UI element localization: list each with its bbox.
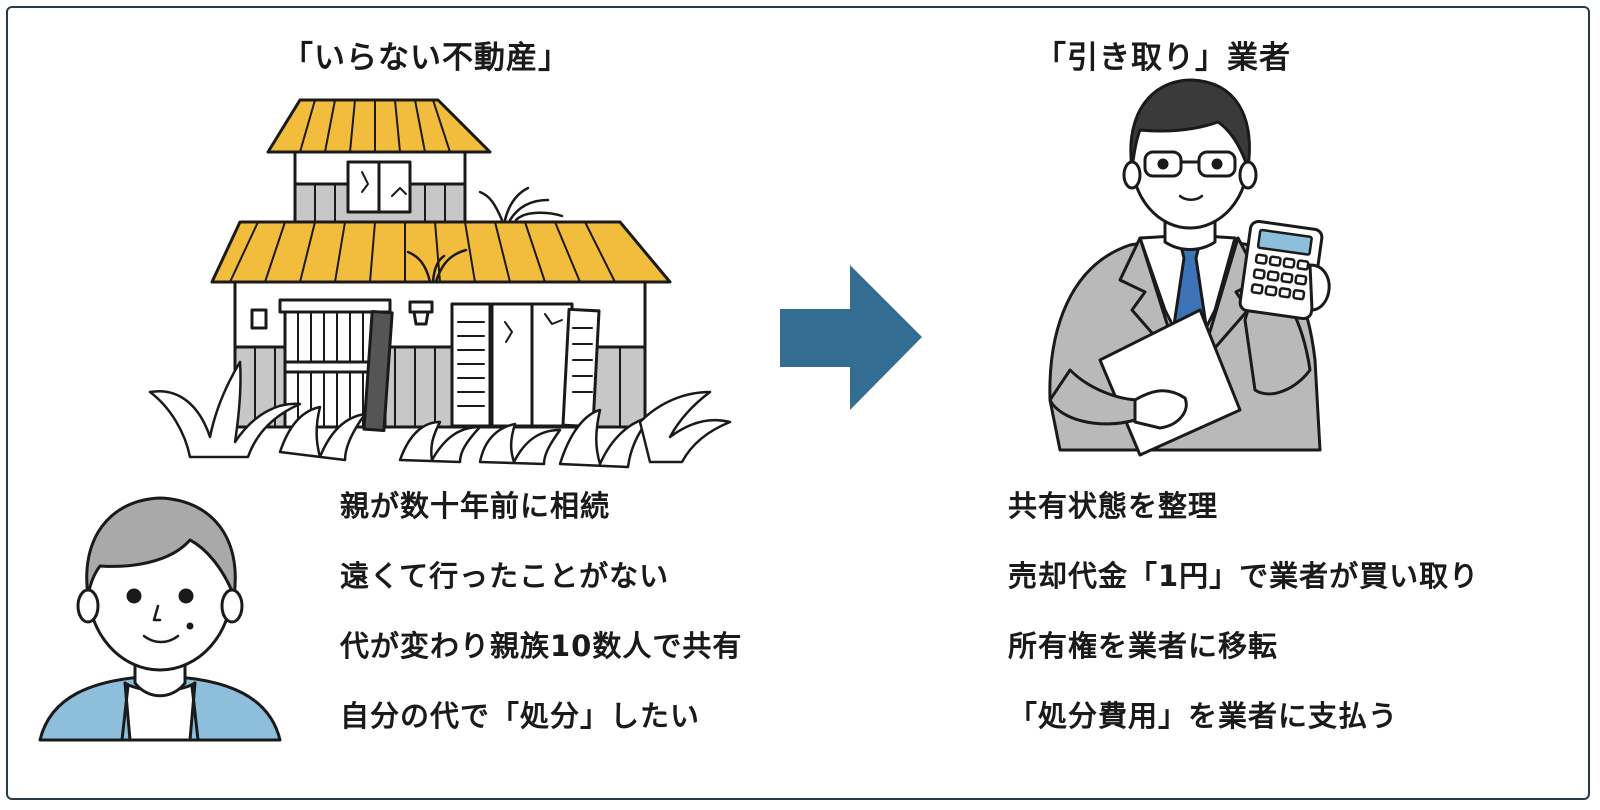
buyer-line-1: 共有状態を整理 — [1008, 489, 1219, 523]
buyer-company-title: 「引き取り」業者 — [1035, 40, 1291, 76]
owner-line-1: 親が数十年前に相続 — [340, 489, 611, 523]
owner-line-4: 自分の代で「処分」したい — [340, 699, 701, 733]
owner-line-3: 代が変わり親族10数人で共有 — [340, 629, 743, 663]
owner-line-2: 遠くて行ったことがない — [340, 559, 670, 593]
business-agent-with-calculator-illustration — [1048, 78, 1331, 457]
owner-situation-list: 親が数十年前に相続 遠くて行ったことがない 代が変わり親族10数人で共有 自分の… — [340, 486, 742, 766]
right-arrow — [780, 265, 922, 410]
unwanted-property-title: 「いらない不動産」 — [282, 40, 570, 76]
buyer-line-2: 売却代金「1円」で業者が買い取り — [1008, 559, 1480, 593]
buyer-process-list: 共有状態を整理 売却代金「1円」で業者が買い取り 所有権を業者に移転 「処分費用… — [1008, 486, 1479, 766]
buyer-line-4: 「処分費用」を業者に支払う — [1008, 699, 1399, 733]
owner-person-illustration — [38, 496, 282, 742]
buyer-line-3: 所有権を業者に移転 — [1008, 629, 1279, 663]
abandoned-house-illustration — [148, 98, 732, 469]
